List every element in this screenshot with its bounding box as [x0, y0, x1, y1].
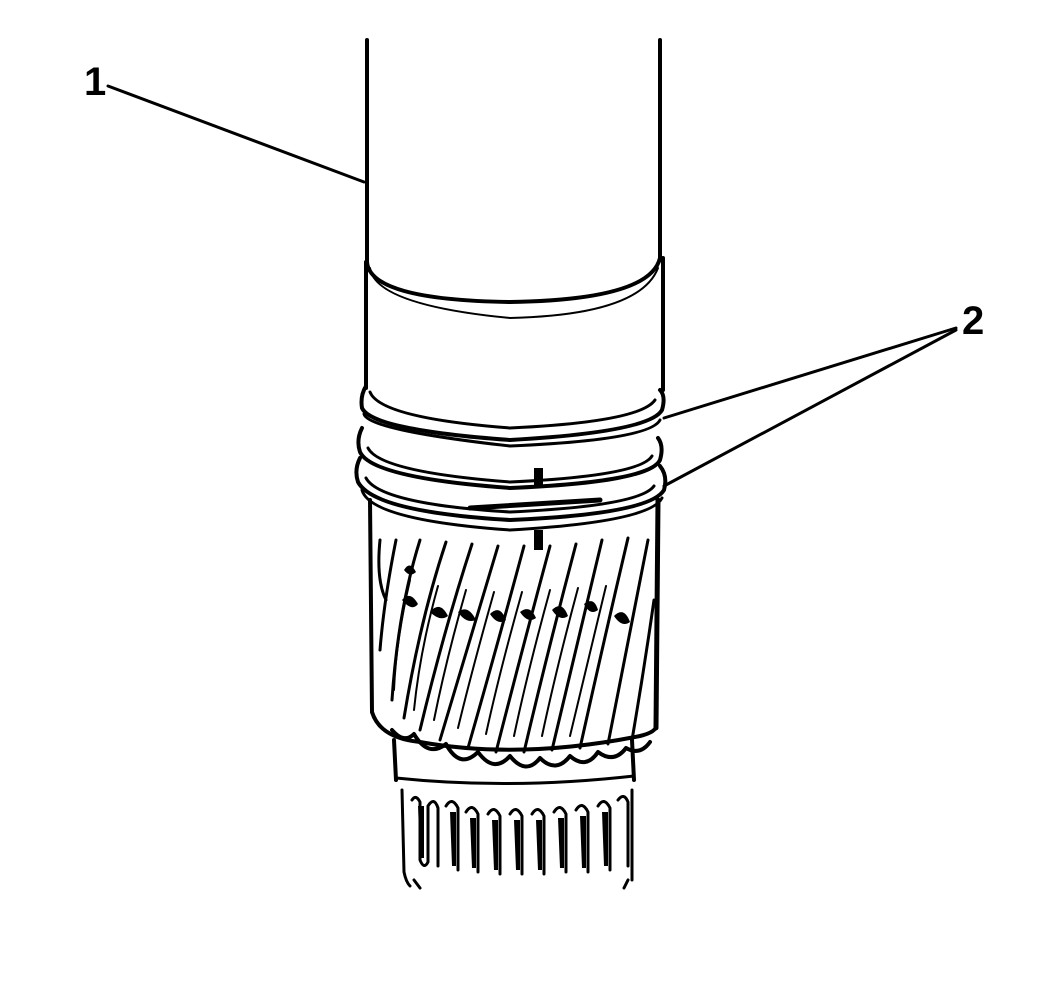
leader-line-2b [662, 328, 958, 488]
seal-rings [354, 384, 668, 550]
helical-gear [368, 497, 661, 769]
bearing-journal [364, 256, 665, 392]
leader-line-1 [106, 84, 366, 184]
callout-label-1: 1 [84, 60, 106, 104]
callout-label-2: 2 [962, 299, 984, 343]
leader-line-2a [662, 326, 958, 420]
spline-section [392, 738, 636, 890]
shaft-body [365, 38, 662, 264]
leader-lines [106, 84, 958, 488]
